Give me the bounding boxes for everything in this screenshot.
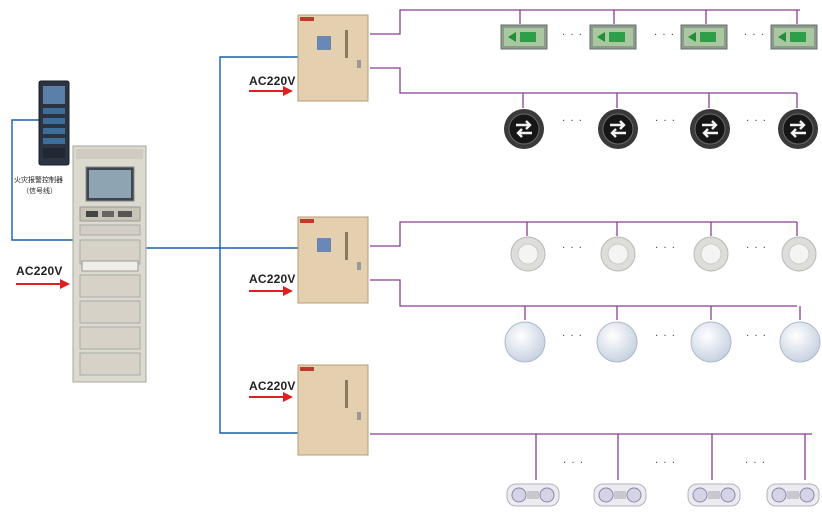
emergency-lamp-icon: [506, 483, 560, 507]
ellipsis: · · ·: [745, 458, 766, 469]
power-label-box1: AC220V: [249, 74, 296, 88]
branch-lines: [370, 9, 812, 480]
distribution-box-icon: [297, 14, 369, 102]
globe-lamp-icon: [504, 321, 546, 363]
ellipsis: · · ·: [562, 331, 583, 342]
ellipsis: · · ·: [746, 243, 767, 254]
globe-lamp-icon: [779, 321, 821, 363]
exit-sign-icon: [500, 24, 548, 50]
direction-light-icon: [504, 109, 544, 149]
downlight-icon: [510, 236, 546, 272]
riser-line: [219, 56, 298, 434]
direction-light-icon: [690, 109, 730, 149]
branch-globe-lamps: [370, 279, 797, 307]
direction-light-icon: [778, 109, 818, 149]
downlight-icon: [600, 236, 636, 272]
ellipsis: · · ·: [655, 243, 676, 254]
controller-signal-line: [11, 119, 80, 241]
host-cabinet-icon: [72, 145, 147, 383]
ellipsis: · · ·: [562, 30, 583, 41]
ellipsis: · · ·: [655, 331, 676, 342]
ellipsis: · · ·: [562, 116, 583, 127]
ellipsis: · · ·: [654, 30, 675, 41]
emergency-lamp-icon: [766, 483, 820, 507]
ellipsis: · · ·: [744, 30, 765, 41]
branch-exit-signs: [370, 9, 800, 35]
power-arrows: [16, 86, 293, 402]
fire-alarm-signal-label: （信号线）: [22, 187, 57, 195]
exit-sign-icon: [589, 24, 637, 50]
downlight-icon: [693, 236, 729, 272]
emergency-lamp-icon: [687, 483, 741, 507]
exit-sign-icon: [680, 24, 728, 50]
power-label-box3: AC220V: [249, 379, 296, 393]
ellipsis: · · ·: [655, 458, 676, 469]
signal-lines: [11, 56, 298, 434]
exit-sign-icon: [770, 24, 818, 50]
fire-alarm-controller-icon: [38, 80, 70, 166]
branch-downlights: [370, 221, 797, 247]
distribution-box-icon: [297, 216, 369, 304]
ellipsis: · · ·: [746, 331, 767, 342]
power-label-box2: AC220V: [249, 272, 296, 286]
fire-alarm-label: 火灾报警控制器: [14, 176, 63, 184]
branch-direction-lights: [370, 67, 797, 94]
distribution-box-icon: [297, 364, 369, 456]
globe-lamp-icon: [690, 321, 732, 363]
direction-light-icon: [598, 109, 638, 149]
ellipsis: · · ·: [746, 116, 767, 127]
ellipsis: · · ·: [563, 458, 584, 469]
downlight-icon: [781, 236, 817, 272]
ellipsis: · · ·: [562, 243, 583, 254]
globe-lamp-icon: [596, 321, 638, 363]
emergency-lamp-icon: [593, 483, 647, 507]
power-label-main: AC220V: [16, 264, 63, 278]
ellipsis: · · ·: [655, 116, 676, 127]
